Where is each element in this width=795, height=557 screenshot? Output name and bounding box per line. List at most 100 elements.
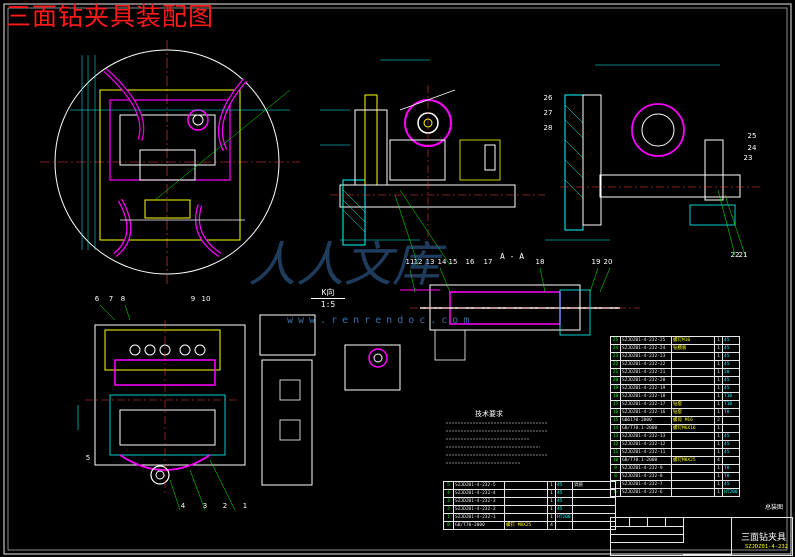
parts-cell-no: 9	[610, 464, 621, 473]
parts-cell-name	[504, 481, 548, 490]
section-a-a-label: A - A	[500, 252, 525, 261]
parts-cell-code: SZJDZ01-4-232-19	[620, 384, 672, 393]
parts-cell-no: 1	[443, 513, 454, 522]
parts-cell-name	[671, 376, 715, 385]
balloon-13: 13	[426, 258, 435, 266]
balloon-1: 1	[243, 502, 247, 510]
parts-cell-name	[671, 480, 715, 489]
balloon-23: 23	[744, 154, 753, 162]
balloon-21: 21	[739, 251, 748, 259]
parts-cell-qty: 1	[714, 480, 723, 489]
parts-cell-no: 13	[610, 432, 621, 441]
balloon-2: 2	[223, 502, 227, 510]
parts-cell-qty: 2	[714, 416, 723, 425]
parts-cell-no: 21	[610, 368, 621, 377]
parts-cell-code: SZJDZ01-4-232-3	[453, 497, 505, 506]
balloon-12: 12	[414, 258, 423, 266]
parts-cell-mat	[722, 424, 740, 433]
parts-cell-mat: 45	[722, 376, 740, 385]
parts-cell-name	[671, 360, 715, 369]
balloon-15: 15	[449, 258, 458, 266]
parts-cell-name	[504, 505, 548, 514]
parts-cell-qty: 1	[714, 344, 723, 353]
parts-cell-no: 14	[610, 424, 621, 433]
parts-cell-mat: T10	[722, 392, 740, 401]
parts-cell-name	[671, 488, 715, 497]
parts-cell-name	[671, 368, 715, 377]
parts-cell-mat: 45	[722, 352, 740, 361]
parts-cell-name: 钻模板	[671, 344, 715, 353]
parts-cell-qty: 1	[714, 440, 723, 449]
balloon-22: 22	[731, 251, 740, 259]
parts-cell-qty: 1	[714, 360, 723, 369]
parts-cell-mat: 20	[722, 368, 740, 377]
parts-cell-qty: 1	[714, 432, 723, 441]
parts-cell-name: 螺钉M10	[671, 336, 715, 345]
title-block-drawing-code: SZJDZ01-4-232	[744, 544, 788, 550]
balloon-10: 10	[202, 295, 211, 303]
parts-cell-no: 16	[610, 408, 621, 417]
parts-cell-mat: HT200	[722, 488, 740, 497]
parts-cell-mat: 45	[722, 384, 740, 393]
plan-view	[40, 40, 300, 285]
parts-cell-no: 17	[610, 400, 621, 409]
parts-cell-qty: 1	[714, 384, 723, 393]
balloon-14: 14	[438, 258, 447, 266]
parts-cell-code: SZJDZ01-4-232-20	[620, 376, 672, 385]
title-block-drawing-name: 三面钻夹具	[740, 533, 786, 543]
tech-requirements-title: 技术要求	[475, 410, 503, 418]
k-view-scale: 1:5	[311, 298, 345, 310]
balloon-5: 5	[86, 454, 90, 462]
parts-cell-qty: 4	[714, 456, 723, 465]
parts-cell-code: SZJDZ01-4-232-9	[620, 464, 672, 473]
parts-cell-code: SZJDZ01-4-232-18	[620, 392, 672, 401]
parts-cell-note	[572, 489, 616, 498]
parts-cell-mat: 45	[722, 448, 740, 457]
parts-cell-mat: T8	[722, 408, 740, 417]
parts-cell-no: 22	[610, 360, 621, 369]
parts-cell-name	[671, 392, 715, 401]
parts-cell-code: SZJDZ01-4-232-12	[620, 440, 672, 449]
parts-cell-no: 5	[443, 481, 454, 490]
parts-cell-mat	[722, 456, 740, 465]
balloon-11: 11	[406, 258, 415, 266]
parts-cell-code: SZJDZ01-4-232-11	[620, 448, 672, 457]
parts-cell-no: 15	[610, 416, 621, 425]
balloon-3: 3	[203, 502, 207, 510]
parts-cell-code: SZJDZ01-4-232-6	[620, 488, 672, 497]
parts-cell-mat: T10	[722, 400, 740, 409]
parts-cell-no: 10	[610, 456, 621, 465]
balloon-6: 6	[95, 295, 100, 303]
parts-cell-name: 螺钉M6X16	[671, 424, 715, 433]
balloon-24: 24	[748, 144, 757, 152]
parts-cell-code: SZJDZ01-4-232-21	[620, 368, 672, 377]
parts-cell-mat: 45	[555, 489, 573, 498]
balloon-17: 17	[484, 258, 493, 266]
parts-cell-qty: 1	[714, 488, 723, 497]
parts-cell-mat: 45	[555, 505, 573, 514]
parts-cell-code: SZJDZ01-4-232-23	[620, 352, 672, 361]
parts-cell-no: 4	[443, 489, 454, 498]
parts-cell-name	[504, 513, 548, 522]
parts-cell-no: 19	[610, 384, 621, 393]
parts-cell-mat: 45	[555, 497, 573, 506]
bottom-view	[77, 304, 246, 511]
